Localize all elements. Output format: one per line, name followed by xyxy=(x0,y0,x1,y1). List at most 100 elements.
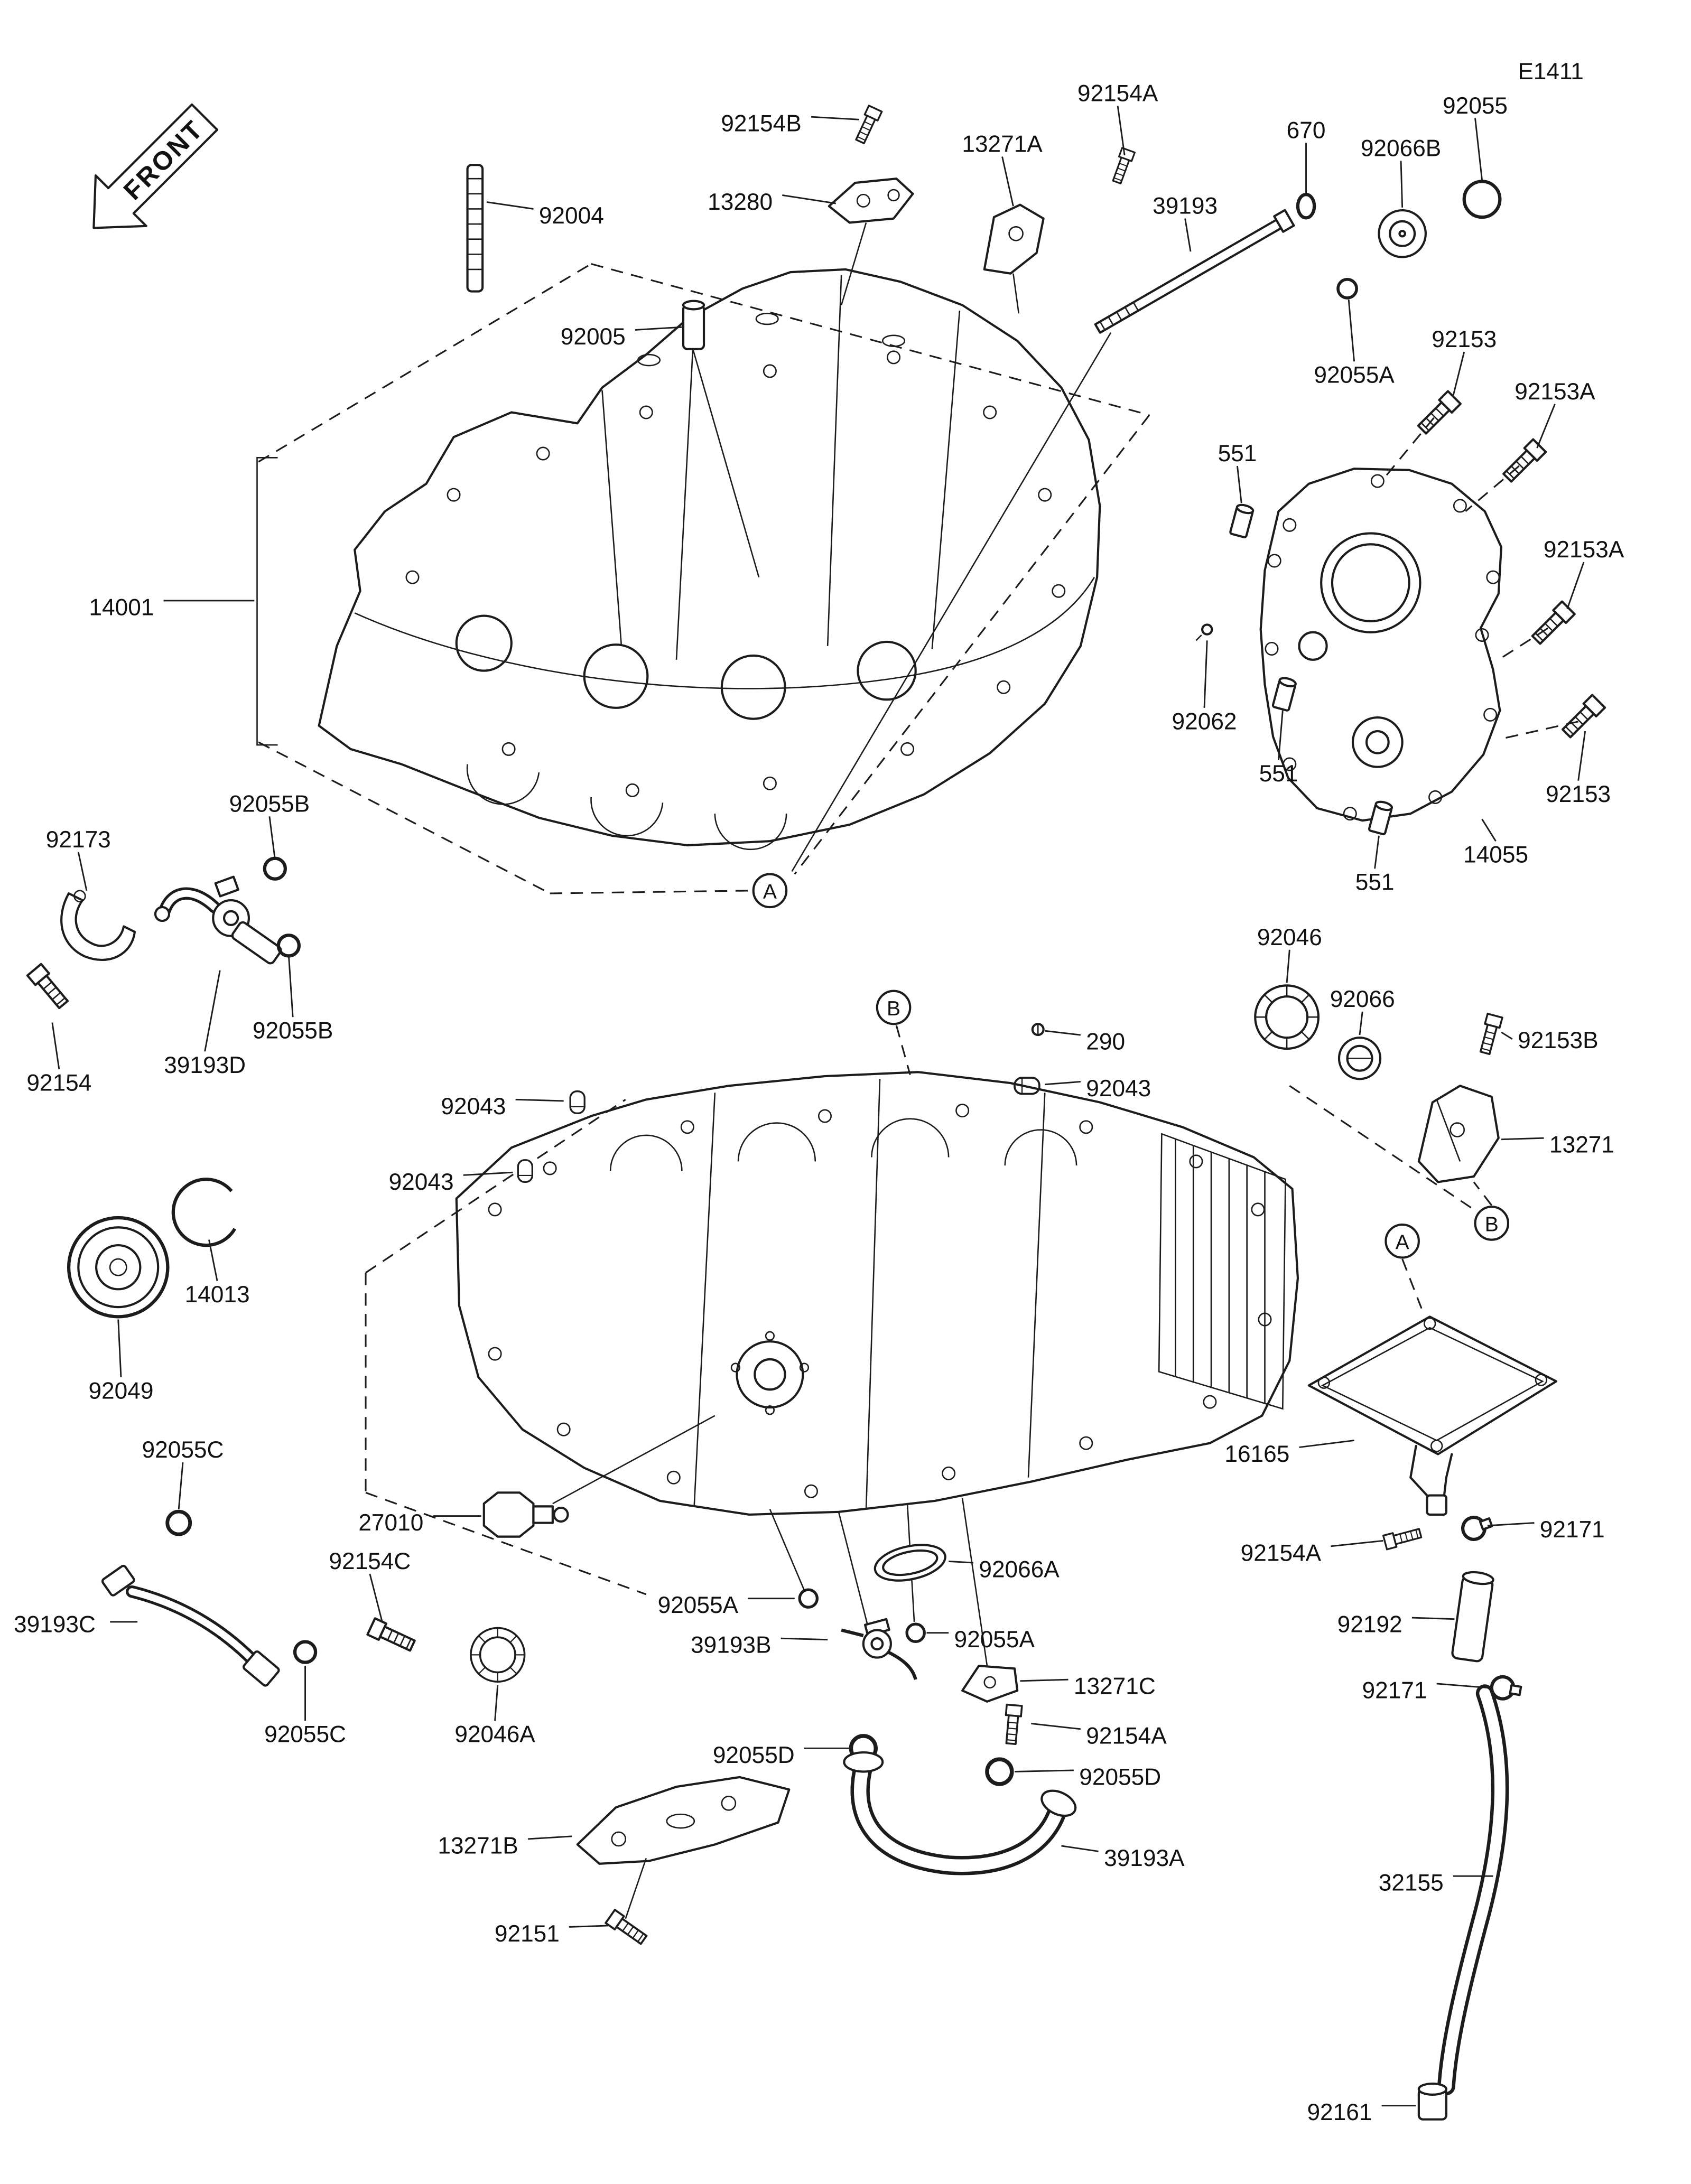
leader-line-92046 xyxy=(1286,949,1290,983)
part-39193B-fitting-drawing xyxy=(841,1618,917,1681)
part-92043-pin-1-drawing xyxy=(569,1090,586,1114)
part-14055-cover-drawing xyxy=(1259,468,1503,822)
part-label-551: 551 xyxy=(1355,870,1395,895)
leader-line-92043 xyxy=(1045,1081,1081,1086)
part-label-92154: 92154 xyxy=(26,1070,91,1096)
part-32155-hose-drawing xyxy=(1437,1684,1509,2096)
diagram-code: E1411 xyxy=(1518,59,1584,85)
leader-line-92154A xyxy=(1331,1539,1383,1547)
leader-line-39193B xyxy=(781,1637,828,1641)
leader-line-92005 xyxy=(635,326,682,331)
leader-line-13271B xyxy=(527,1835,572,1840)
part-92062-screw-drawing xyxy=(1195,623,1213,641)
part-label-92046: 92046 xyxy=(1257,925,1322,950)
leader-line-92055C xyxy=(178,1462,184,1509)
part-92055A-oring-top-drawing xyxy=(1338,279,1356,298)
part-label-13271B: 13271B xyxy=(438,1833,518,1859)
part-label-92151: 92151 xyxy=(495,1921,560,1947)
part-92066B-breather-cap-drawing xyxy=(1378,209,1427,258)
part-13271-bracket-drawing xyxy=(1417,1085,1500,1183)
front-direction-indicator: FRONT xyxy=(92,103,219,229)
leader-line-39193D xyxy=(204,970,221,1052)
part-92046A-bearing-drawing xyxy=(470,1627,526,1683)
part-92055C-oring-1-drawing xyxy=(168,1511,190,1534)
part-label-16165: 16165 xyxy=(1224,1441,1289,1467)
part-14013-snap-ring-drawing xyxy=(171,1178,237,1247)
part-label-92043: 92043 xyxy=(1086,1076,1151,1102)
ref-marker-B: B xyxy=(876,990,912,1025)
part-lower-crankcase-drawing xyxy=(455,1071,1299,1666)
part-label-92062: 92062 xyxy=(1172,708,1237,734)
ref-marker-B: B xyxy=(1474,1206,1510,1241)
part-label-39193C: 39193C xyxy=(14,1612,96,1638)
leader-line-13271C xyxy=(1020,1678,1069,1682)
part-label-13271: 13271 xyxy=(1549,1132,1614,1158)
leader-line-16165 xyxy=(1299,1440,1354,1448)
part-label-13271C: 13271C xyxy=(1074,1674,1156,1700)
svg-text:B: B xyxy=(1485,1214,1499,1236)
part-92055B-oring-1-drawing xyxy=(265,858,285,879)
part-92043-pin-2-drawing xyxy=(517,1159,534,1183)
part-290-plug-screw-drawing xyxy=(1031,1023,1045,1037)
leader-line-92066A xyxy=(949,1561,974,1564)
part-label-39193: 39193 xyxy=(1153,193,1218,219)
part-27010-oil-switch-drawing xyxy=(482,1415,716,1538)
leader-line-92153 xyxy=(1577,731,1586,781)
leader-line-92154A xyxy=(1031,1723,1081,1730)
part-label-92049: 92049 xyxy=(88,1378,153,1404)
part-label-92173: 92173 xyxy=(46,827,111,853)
part-label-551: 551 xyxy=(1218,441,1257,466)
part-label-14001: 14001 xyxy=(89,594,154,620)
part-92153A-bolt-1-drawing xyxy=(1501,440,1546,484)
leader-line-92153A xyxy=(1536,404,1556,449)
leader-line-92153 xyxy=(1452,351,1465,396)
part-92192-tube-drawing xyxy=(1451,1571,1494,1663)
leader-line-39193A xyxy=(1061,1845,1099,1852)
construction-lines xyxy=(256,263,1492,1595)
part-13271C-bracket-drawing xyxy=(961,1665,1019,1703)
part-label-92154C: 92154C xyxy=(329,1548,411,1574)
part-39193A-pipe-drawing xyxy=(843,1751,1077,1875)
part-label-551: 551 xyxy=(1259,761,1298,787)
part-label-92153A: 92153A xyxy=(1515,379,1595,405)
part-92055C-oring-2-drawing xyxy=(295,1642,315,1663)
part-label-92055B: 92055B xyxy=(253,1018,333,1044)
part-39193D-oil-pipe-drawing xyxy=(154,875,282,965)
part-label-92154A: 92154A xyxy=(1241,1540,1322,1566)
leader-line-92066B xyxy=(1400,161,1404,208)
part-label-92055D: 92055D xyxy=(713,1742,795,1768)
part-label-92055C: 92055C xyxy=(264,1722,346,1748)
part-label-92153: 92153 xyxy=(1432,326,1497,352)
ref-marker-A: A xyxy=(752,873,788,909)
leader-line-13271A xyxy=(1001,156,1014,207)
part-92153-bolt-low-drawing xyxy=(1560,695,1605,740)
part-label-670: 670 xyxy=(1287,118,1326,144)
leader-line-551 xyxy=(1374,835,1380,869)
part-label-92066A: 92066A xyxy=(979,1557,1060,1583)
part-92154A-bolt-bottom-drawing xyxy=(1002,1703,1023,1746)
part-label-92161: 92161 xyxy=(1307,2099,1372,2125)
leader-line-13271 xyxy=(1501,1137,1544,1141)
part-label-92055: 92055 xyxy=(1443,93,1508,119)
part-92055-oring-drawing xyxy=(1462,180,1502,219)
part-label-92066B: 92066B xyxy=(1361,135,1441,161)
part-label-290: 290 xyxy=(1086,1029,1125,1055)
part-551-dowel-1-drawing xyxy=(1230,503,1253,538)
part-16165-breather-plate-drawing xyxy=(1307,1315,1558,1516)
part-label-39193A: 39193A xyxy=(1104,1845,1185,1871)
part-label-92043: 92043 xyxy=(441,1094,506,1119)
part-39193-long-bolt-drawing xyxy=(1094,209,1295,334)
part-92055D-oring-2-drawing xyxy=(987,1759,1012,1784)
leader-line-551 xyxy=(1237,465,1242,503)
part-label-32155: 32155 xyxy=(1379,1870,1444,1896)
leader-line-92046A xyxy=(494,1685,499,1721)
svg-text:A: A xyxy=(1396,1231,1409,1254)
part-92154-bolt-drawing xyxy=(27,964,70,1011)
part-label-92005: 92005 xyxy=(561,324,626,350)
part-92154A-bolt-top-drawing xyxy=(1109,147,1136,185)
leader-line-13280 xyxy=(782,194,837,204)
leader-line-92049 xyxy=(117,1319,122,1377)
part-label-92153A: 92153A xyxy=(1544,537,1624,563)
part-670-circlip-drawing xyxy=(1296,193,1316,220)
